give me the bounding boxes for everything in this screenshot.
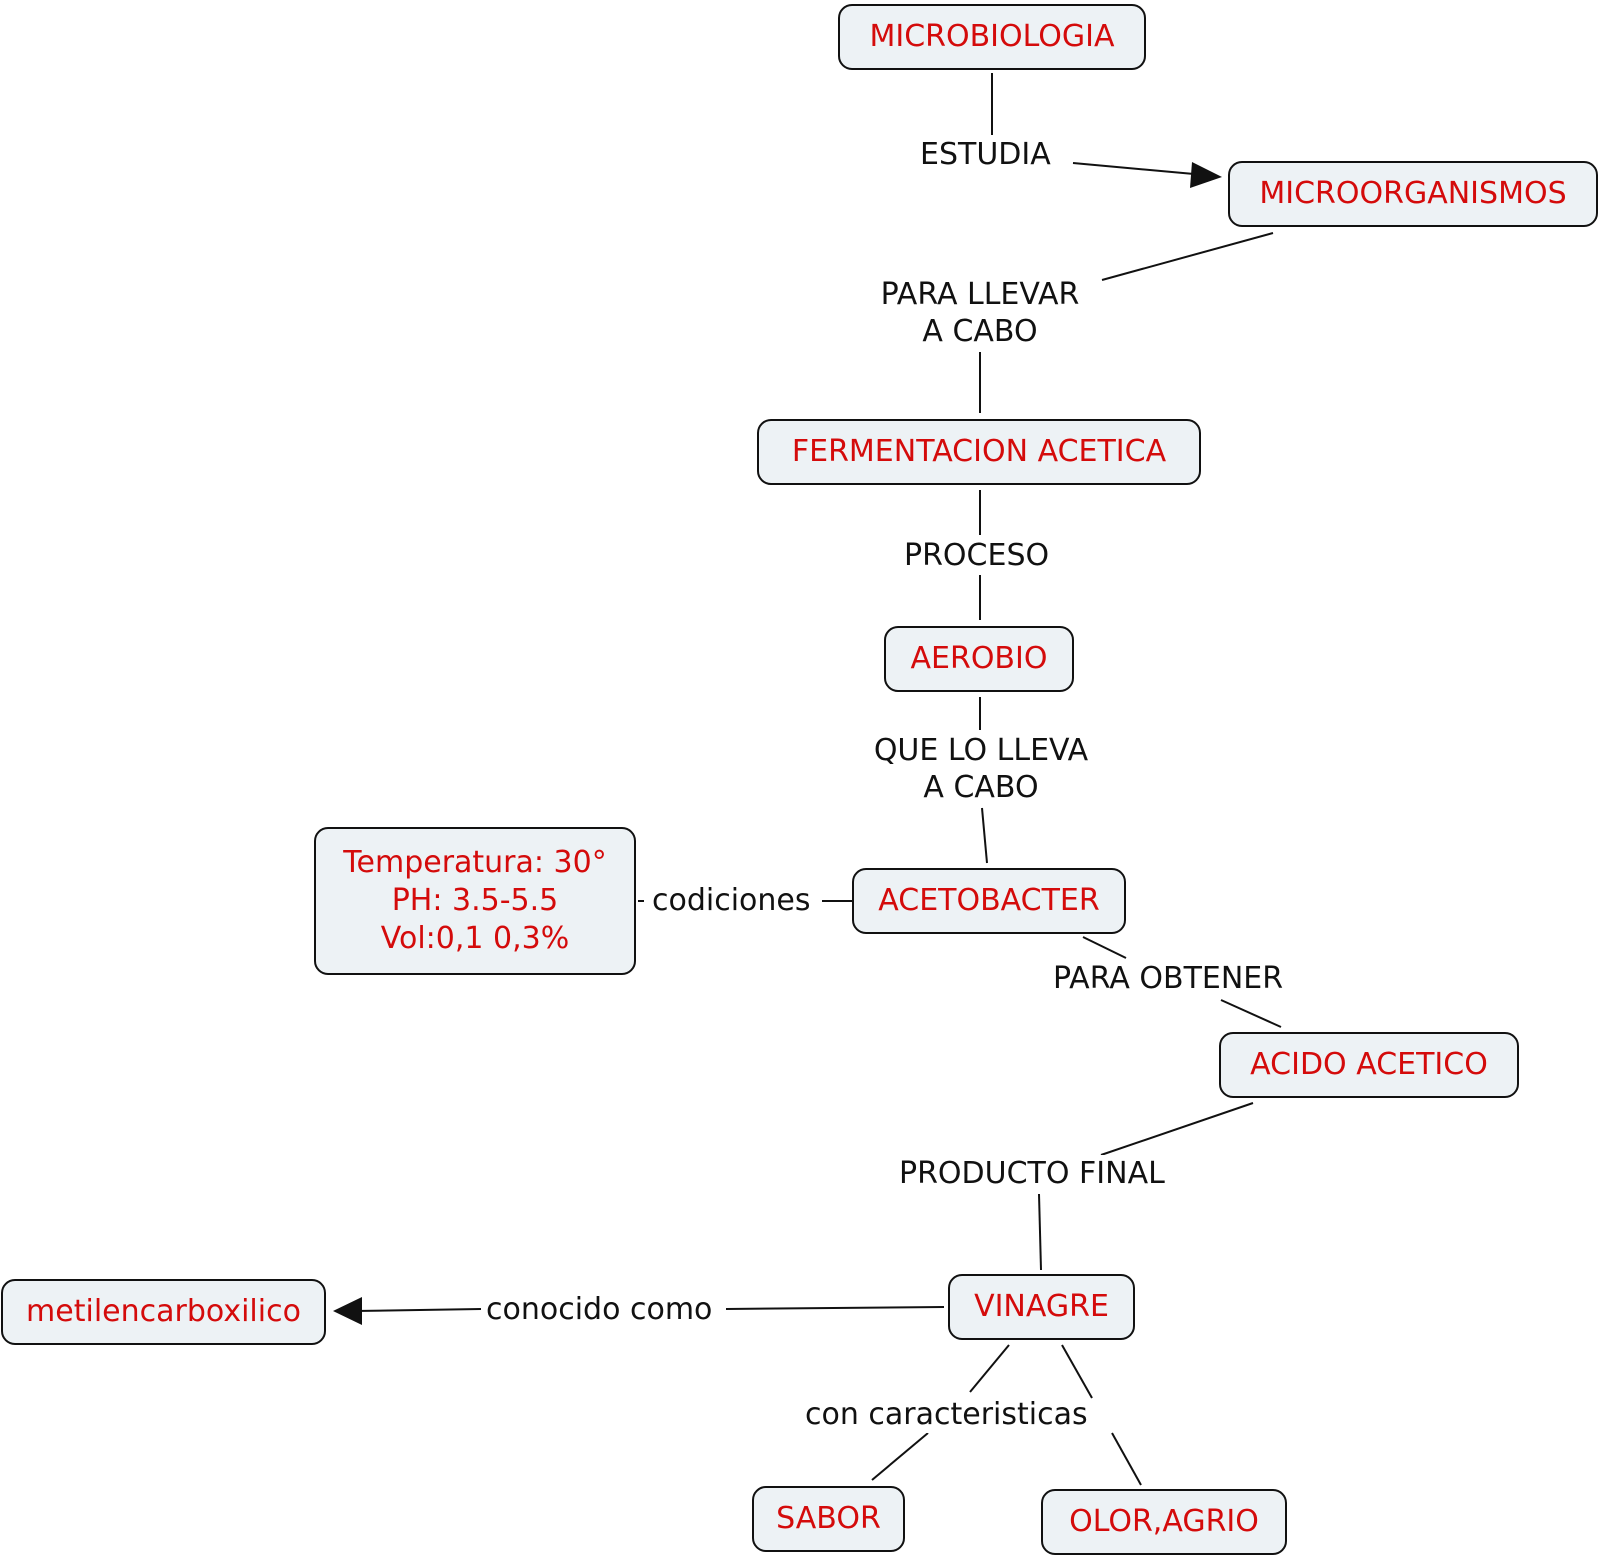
link-line: PARA LLEVAR	[880, 277, 1080, 312]
concept-label: AEROBIO	[910, 641, 1048, 676]
line-vinagre-concaract-left	[969, 1344, 1010, 1393]
concept-label: SABOR	[776, 1501, 881, 1536]
concept-microbiologia[interactable]: MICROBIOLOGIA	[838, 4, 1146, 70]
line-acetobacter-paraobtener	[1082, 936, 1127, 959]
concept-aerobio[interactable]: AEROBIO	[884, 626, 1074, 692]
link-line: QUE LO LLEVA	[873, 733, 1089, 768]
line-productofinal-vinagre	[1038, 1193, 1042, 1271]
condition-temperatura: Temperatura: 30°	[343, 845, 607, 880]
line-paraobtener-acido	[1220, 999, 1282, 1028]
link-line: A CABO	[923, 770, 1039, 805]
link-para-obtener: PARA OBTENER	[1053, 960, 1284, 997]
concept-label: MICROBIOLOGIA	[869, 19, 1115, 54]
line-concaract-sabor	[871, 1432, 929, 1481]
concept-label: ACIDO ACETICO	[1250, 1047, 1488, 1082]
link-conocido-como: conocido como	[486, 1291, 713, 1328]
link-proceso: PROCESO	[904, 537, 1050, 574]
concept-label: FERMENTACION ACETICA	[791, 434, 1167, 469]
line-microorganismos-parallevar	[1101, 232, 1274, 281]
link-line: A CABO	[922, 314, 1038, 349]
line-quelolleva-acetobacter	[981, 807, 988, 864]
concept-acido-acetico[interactable]: ACIDO ACETICO	[1219, 1032, 1519, 1098]
link-producto-final: PRODUCTO FINAL	[899, 1155, 1165, 1192]
arrowhead-microorganismos	[1190, 162, 1222, 188]
link-para-llevar-a-cabo: PARA LLEVAR A CABO	[866, 276, 1094, 350]
concept-fermentacion-acetica[interactable]: FERMENTACION ACETICA	[757, 419, 1201, 485]
concept-sabor[interactable]: SABOR	[752, 1486, 905, 1552]
concept-metilencarboxilico[interactable]: metilencarboxilico	[1, 1279, 326, 1345]
concept-olor-agrio[interactable]: OLOR,AGRIO	[1041, 1489, 1287, 1555]
link-codiciones: codiciones	[652, 882, 811, 919]
concept-label: ACETOBACTER	[878, 883, 1100, 918]
line-vinagre-concaract-right	[1061, 1344, 1093, 1399]
link-estudia: ESTUDIA	[920, 136, 1051, 173]
line-vinagre-conocido	[725, 1306, 945, 1310]
link-que-lo-lleva-a-cabo: QUE LO LLEVA A CABO	[862, 732, 1100, 806]
concept-acetobacter[interactable]: ACETOBACTER	[852, 868, 1126, 934]
condition-vol: Vol:0,1 0,3%	[380, 921, 570, 956]
concept-label: VINAGRE	[974, 1289, 1109, 1324]
line-acido-productofinal	[1100, 1102, 1254, 1156]
concept-label: MICROORGANISMOS	[1259, 176, 1567, 211]
arrowhead-metilen	[333, 1297, 362, 1325]
concept-label: OLOR,AGRIO	[1069, 1504, 1259, 1539]
concept-condiciones[interactable]: Temperatura: 30° PH: 3.5-5.5 Vol:0,1 0,3…	[314, 827, 636, 975]
line-estudia-microorganismos	[1072, 162, 1206, 176]
concept-label: metilencarboxilico	[26, 1294, 301, 1329]
line-concaract-olor	[1111, 1432, 1142, 1486]
condition-ph: PH: 3.5-5.5	[391, 883, 559, 918]
link-con-caracteristicas: con caracteristicas	[805, 1396, 1088, 1433]
concept-microorganismos[interactable]: MICROORGANISMOS	[1228, 161, 1598, 227]
concept-vinagre[interactable]: VINAGRE	[948, 1274, 1135, 1340]
line-conocido-metilen	[354, 1308, 482, 1312]
